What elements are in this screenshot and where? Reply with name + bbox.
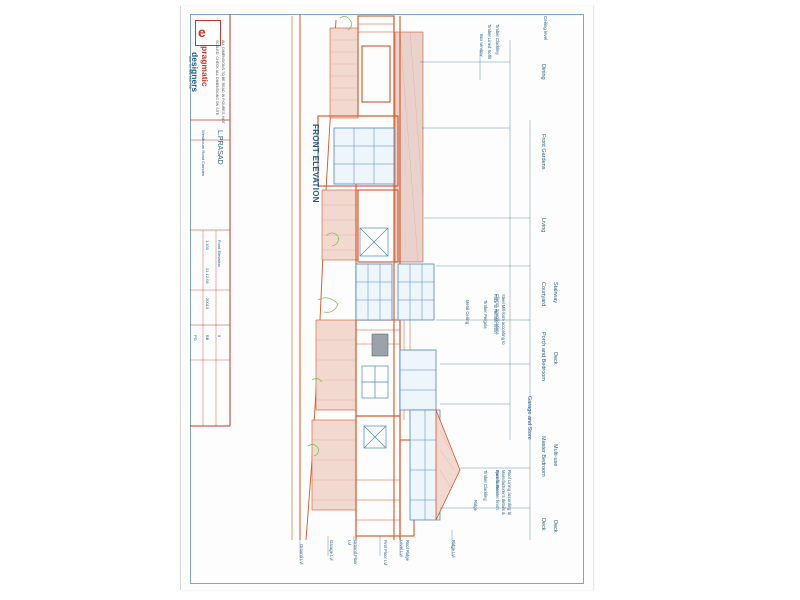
annotation-note: Face to Render finish (495, 470, 500, 510)
room-label: Multi-use (552, 444, 558, 467)
ceiling-marker: Ceiling level (543, 16, 548, 41)
drawing-frame (190, 14, 584, 584)
room-label: Porch and Bedroom (540, 332, 546, 381)
annotation-note: Timber Lined Soffit (487, 24, 492, 59)
company-logo: e (195, 20, 221, 46)
company-phone: aka: 04 302 968 736 (188, 56, 192, 89)
drawn-by: BB (205, 335, 210, 341)
level-label: Ground Floor Lvl (347, 540, 358, 565)
annotation-note: Ridge (473, 500, 478, 511)
drawing-title: Front Elevation (217, 240, 222, 267)
dimension-notice: ALL DIMENSIONS TO BE READ IN FIGURES, NO… (215, 40, 225, 124)
job-number: 20010 (205, 298, 210, 310)
room-label: Living (540, 218, 546, 233)
room-label: Deck (552, 352, 558, 365)
annotation-note: Metal Ceiling (465, 300, 470, 325)
level-label: First Floor Lvl (383, 540, 388, 566)
room-label: Stairway (552, 282, 558, 304)
annotation-note: Box window (479, 34, 484, 57)
checked-by: PG (193, 335, 198, 341)
scale-value: 1:100 (205, 240, 210, 251)
level-label: Roof Ridge Level Lvl (399, 540, 410, 561)
client-name: L.PRASAD (216, 130, 223, 165)
elevation-title: FRONT ELEVATION (311, 124, 320, 203)
sheet-number: 5 (217, 335, 222, 338)
project-address: Westbourn Road Camden (201, 130, 206, 177)
room-label: Dining (540, 64, 546, 80)
annotation-note: Face to Render finish (493, 294, 498, 334)
room-label: Master Bedroom (540, 436, 546, 477)
room-label: Courtyard (540, 282, 546, 307)
annotation-note: Timber Cladding (483, 470, 488, 501)
room-label: Deck (540, 518, 546, 531)
room-label: Front Gardens (540, 134, 546, 170)
room-label: Garage and Store (526, 396, 532, 440)
company-name: pragmatic (200, 46, 210, 87)
room-label: Deck (552, 520, 558, 533)
annotation-note: Timber Cladding (495, 24, 500, 55)
level-label: Garage Lvl (329, 540, 334, 561)
level-label: Ground Lvl (299, 544, 304, 565)
date-value: 21.12.08 (205, 268, 210, 284)
level-label: Ridge Lvl (451, 540, 456, 558)
annotation-note: Timber Pergola (483, 300, 488, 329)
